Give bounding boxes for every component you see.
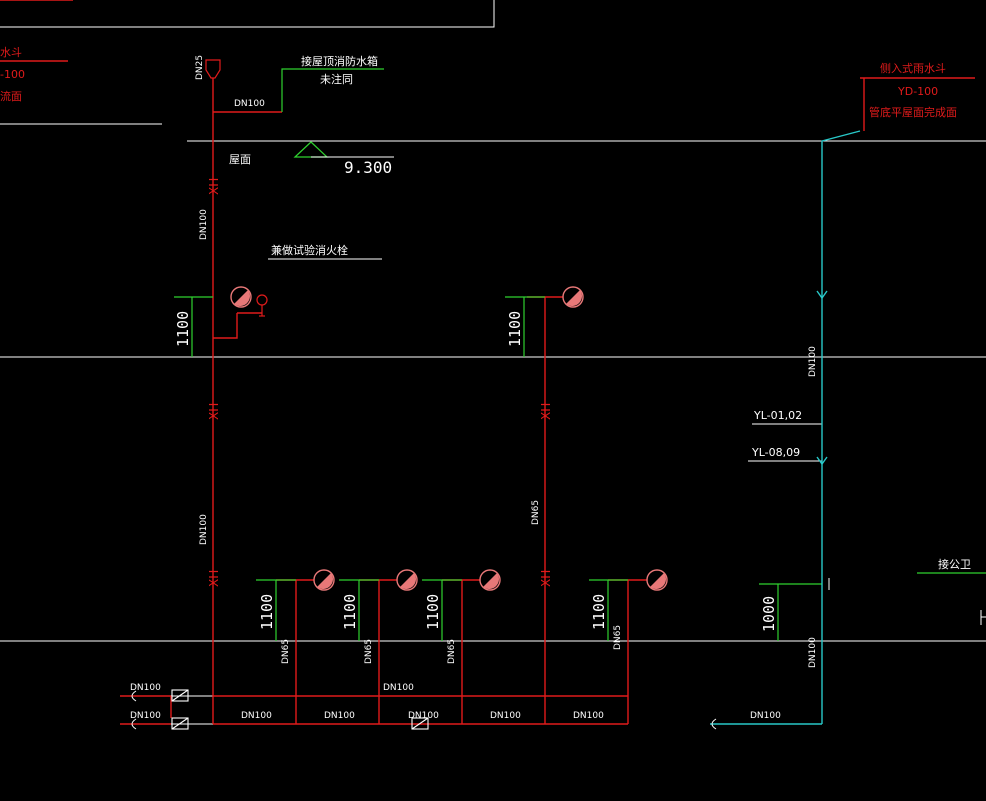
label-dn100-bottom: DN100 <box>130 683 161 693</box>
label-xh: XH <box>539 570 553 587</box>
label-top-left-1: 水斗 <box>0 46 22 59</box>
label-xh: XH <box>539 403 553 420</box>
label-dn65-branch: DN65 <box>613 625 623 650</box>
label-yl-b: YL-08,09 <box>751 446 800 459</box>
hydrants <box>230 286 668 591</box>
hydrant-icon <box>313 569 335 591</box>
pressure-gauge-icon <box>256 294 268 317</box>
flow-arrow-icon <box>131 578 986 730</box>
label-dn100-bottom: DN100 <box>408 711 439 721</box>
label-dn100-bottom: DN100 <box>383 683 414 693</box>
label-xh: XH <box>207 178 221 195</box>
label-dn65-branch: DN65 <box>447 639 457 664</box>
valve-icon <box>205 59 221 79</box>
white-linework <box>0 0 986 725</box>
green-dimension-lines <box>174 68 986 641</box>
label-dim-1100: 1100 <box>258 594 276 630</box>
hydrant-icon <box>646 569 668 591</box>
label-xh: XH <box>207 403 221 420</box>
label-dn100-bottom: DN100 <box>490 711 521 721</box>
label-top-left-3: 流面 <box>0 89 22 103</box>
label-dn100-riser: DN100 <box>199 514 209 545</box>
label-dim-1100: 1100 <box>424 594 442 630</box>
label-dim-1100: 1100 <box>341 594 359 630</box>
label-dn100-top: DN100 <box>234 99 265 109</box>
valve-icon <box>171 689 429 730</box>
label-roof-tank-2: 未注同 <box>320 72 353 86</box>
label-dn65-branch: DN65 <box>281 639 291 664</box>
label-dn100-riser: DN100 <box>199 209 209 240</box>
label-dim-1000: 1000 <box>760 596 778 632</box>
label-connect-public: 接公卫 <box>938 558 971 571</box>
label-dn100-bottom: DN100 <box>573 711 604 721</box>
label-yl-a: YL-01,02 <box>753 409 802 422</box>
label-xh: XH <box>207 570 221 587</box>
label-dim-1100: 1100 <box>174 311 192 347</box>
label-dn100-bottom: DN100 <box>241 711 272 721</box>
label-dn100-bottom: DN100 <box>750 711 781 721</box>
label-dim-1100: 1100 <box>590 594 608 630</box>
hydrant-icon <box>396 569 418 591</box>
text-labels: 水斗 -100 流面 接屋顶消防水箱 未注同 侧入式雨水斗 YD-100 管底平… <box>0 46 971 721</box>
hydrant-icon <box>562 286 584 308</box>
label-roof-tank: 接屋顶消防水箱 <box>301 54 378 68</box>
label-dn65-riser: DN65 <box>531 500 541 525</box>
label-right-top-3: 管底平屋面完成面 <box>869 105 957 119</box>
red-piping <box>0 0 975 725</box>
label-top-left-2: -100 <box>0 68 25 81</box>
label-dn100-cyan: DN100 <box>808 346 818 377</box>
label-dn100-bottom: DN100 <box>130 711 161 721</box>
label-test-hydrant: 兼做试验消火栓 <box>271 243 348 257</box>
label-elevation: 9.300 <box>344 158 392 177</box>
cyan-drain-pipe <box>710 130 861 725</box>
label-dn100-cyan: DN100 <box>808 637 818 668</box>
elevation-marker-icon <box>293 141 394 158</box>
label-dn65-branch: DN65 <box>364 639 374 664</box>
hydrant-icon <box>479 569 501 591</box>
label-roof: 屋面 <box>229 153 251 166</box>
label-right-top-1: 侧入式雨水斗 <box>880 62 946 75</box>
label-dn100-bottom: DN100 <box>324 711 355 721</box>
label-right-top-2: YD-100 <box>897 85 938 98</box>
label-dn25: DN25 <box>195 55 205 80</box>
hydrant-icon <box>230 286 252 308</box>
label-dim-1100: 1100 <box>506 311 524 347</box>
